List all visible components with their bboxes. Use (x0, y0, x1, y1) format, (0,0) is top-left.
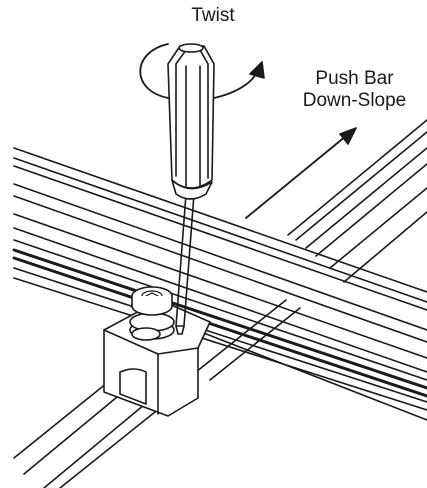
background-rail (287, 119, 427, 283)
screwdriver (167, 43, 215, 335)
lower-rail (13, 299, 301, 488)
push-bar-label-line1: Push Bar (315, 68, 394, 89)
push-bar (12, 147, 427, 421)
push-direction-arrow-icon (245, 127, 357, 219)
bolt-assembly (129, 286, 175, 341)
twist-arrow-icon (139, 43, 265, 99)
twist-label: Twist (191, 5, 235, 26)
push-bar-label: Push Bar Down-Slope (282, 68, 427, 112)
push-bar-label-line2: Down-Slope (302, 90, 407, 111)
